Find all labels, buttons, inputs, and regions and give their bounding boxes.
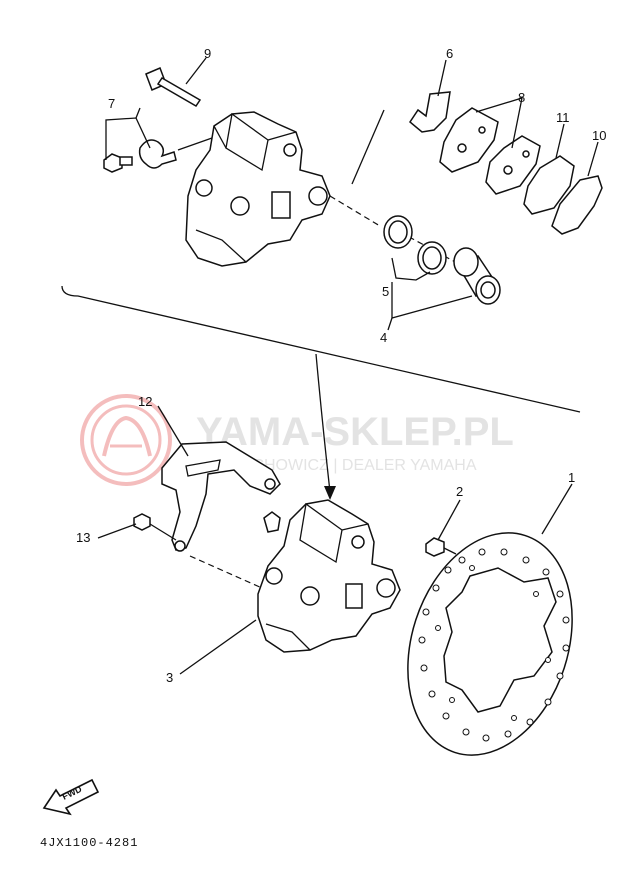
callout-6: 6: [446, 46, 453, 61]
disc-bolt: [425, 537, 457, 557]
callout-12: 12: [138, 394, 152, 409]
yamaha-logo-icon: [80, 394, 172, 486]
brake-disc: [407, 532, 573, 756]
caliper-lower: [257, 499, 401, 653]
callout-2: 2: [456, 484, 463, 499]
callout-13: 13: [76, 530, 90, 545]
callout-10: 10: [592, 128, 606, 143]
bleed-screw: [103, 137, 213, 173]
callout-3: 3: [166, 670, 173, 685]
caliper-piston: [453, 247, 501, 305]
caliper-pin: [145, 67, 202, 108]
brake-pad-inner: [485, 135, 541, 195]
brake-pad-outer: [439, 107, 499, 173]
callout-1: 1: [568, 470, 575, 485]
callout-5: 5: [382, 284, 389, 299]
bracket-bolt: [133, 513, 177, 541]
watermark-subtitle: … CHOWICZ | DEALER YAMAHA: [232, 457, 477, 474]
diagram-code: 4JX1100-4281: [40, 836, 138, 850]
callout-4: 4: [380, 330, 387, 345]
pad-insulator: [551, 175, 603, 235]
caliper-bracket: [161, 441, 281, 552]
callout-11: 11: [556, 110, 570, 125]
callouts: 9 7 6 8 11 10 5 4 12 2 1 13 3: [76, 46, 606, 685]
piston-seal-1: [383, 215, 413, 249]
watermark: YAMA-SKLEP.PL … CHOWICZ | DEALER YAMAHA: [80, 394, 514, 486]
pad-spring: [409, 91, 451, 133]
fwd-arrow-icon: FWD: [42, 778, 100, 816]
assembly-bracket: [61, 285, 581, 500]
leader-lines: [97, 57, 599, 675]
caliper-upper: [185, 111, 331, 267]
callout-9: 9: [204, 46, 211, 61]
watermark-title: YAMA-SKLEP.PL: [196, 410, 514, 454]
piston-seal-2: [417, 241, 447, 275]
pad-shim: [523, 155, 575, 215]
callout-7: 7: [108, 96, 115, 111]
callout-8: 8: [518, 90, 525, 105]
